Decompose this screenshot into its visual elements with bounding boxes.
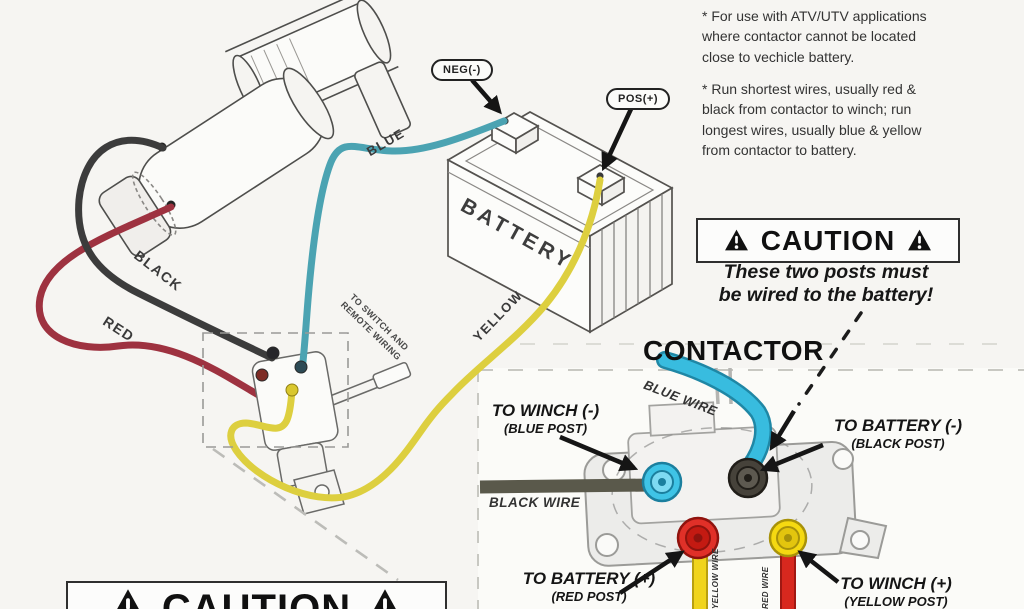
- arrow-to-neg-terminal: [470, 78, 502, 115]
- detail-black-wire-label: BLACK WIRE: [489, 495, 581, 510]
- arrow-to-pos-terminal: [601, 108, 634, 172]
- detail-yellow-wire-label: YELLOW WIRE: [711, 548, 720, 609]
- blue-post: [641, 461, 683, 503]
- neg-terminal-callout: NEG(-): [431, 59, 493, 81]
- yellow-wire: [227, 176, 604, 502]
- warning-triangle-icon: [908, 229, 932, 251]
- caution-leader-line: [797, 311, 863, 406]
- detail-black-wire: [479, 478, 653, 494]
- pos-terminal-callout: POS(+): [606, 88, 670, 110]
- to-winch-pos-label: TO WINCH (+) (YELLOW POST): [840, 574, 952, 609]
- caution-note-line1: These two posts must: [723, 261, 929, 283]
- winch-illustration: [98, 0, 411, 257]
- to-battery-pos-label: TO BATTERY (+) (RED POST): [522, 569, 656, 605]
- contactor-title: CONTACTOR: [643, 335, 824, 366]
- zoom-leader-line: [212, 447, 399, 582]
- black-post: [727, 457, 769, 499]
- arrow-to-yellow-post: [797, 550, 840, 584]
- caution-box-bottom: CAUTION: [66, 581, 447, 609]
- usage-note-2: * Run shortest wires, usually red & blac…: [702, 81, 922, 158]
- to-winch-neg-label: TO WINCH (-) (BLUE POST): [491, 401, 600, 437]
- caution-box-top: CAUTION: [696, 218, 960, 263]
- small-contactor-terminals: [255, 346, 308, 397]
- arrow-to-black-post: [759, 442, 824, 473]
- small-contactor-illustration: [251, 351, 412, 515]
- blue-wire: [298, 117, 508, 374]
- yellow-post: [768, 518, 808, 558]
- detail-blue-wire: [658, 353, 770, 473]
- arrow-to-red-post: [618, 550, 685, 595]
- zoom-box: [202, 332, 349, 448]
- caution-note-line2: be wired to the battery!: [718, 284, 934, 306]
- battery-illustration: [446, 111, 674, 334]
- to-battery-neg-label: TO BATTERY (-) (BLACK POST): [833, 416, 963, 452]
- warning-triangle-icon: [724, 229, 748, 251]
- caution-title-bottom: CAUTION: [161, 587, 352, 609]
- caution-note: These two posts must be wired to the bat…: [702, 261, 950, 307]
- caution-title: CAUTION: [760, 224, 896, 256]
- red-post: [676, 516, 720, 560]
- caution-arrow-to-black-post: [769, 409, 796, 451]
- black-wire: [75, 136, 276, 362]
- red-wire: [35, 203, 276, 406]
- warning-triangle-icon: [374, 589, 396, 609]
- warning-triangle-icon: [117, 589, 139, 609]
- contactor-detail-illustration: [479, 351, 888, 609]
- detail-red-wire-label: RED WIRE: [761, 566, 770, 609]
- usage-note-1: * For use with ATV/UTV applications wher…: [702, 8, 927, 65]
- arrow-to-blue-post: [559, 434, 639, 472]
- pointer-arrows: [470, 78, 840, 595]
